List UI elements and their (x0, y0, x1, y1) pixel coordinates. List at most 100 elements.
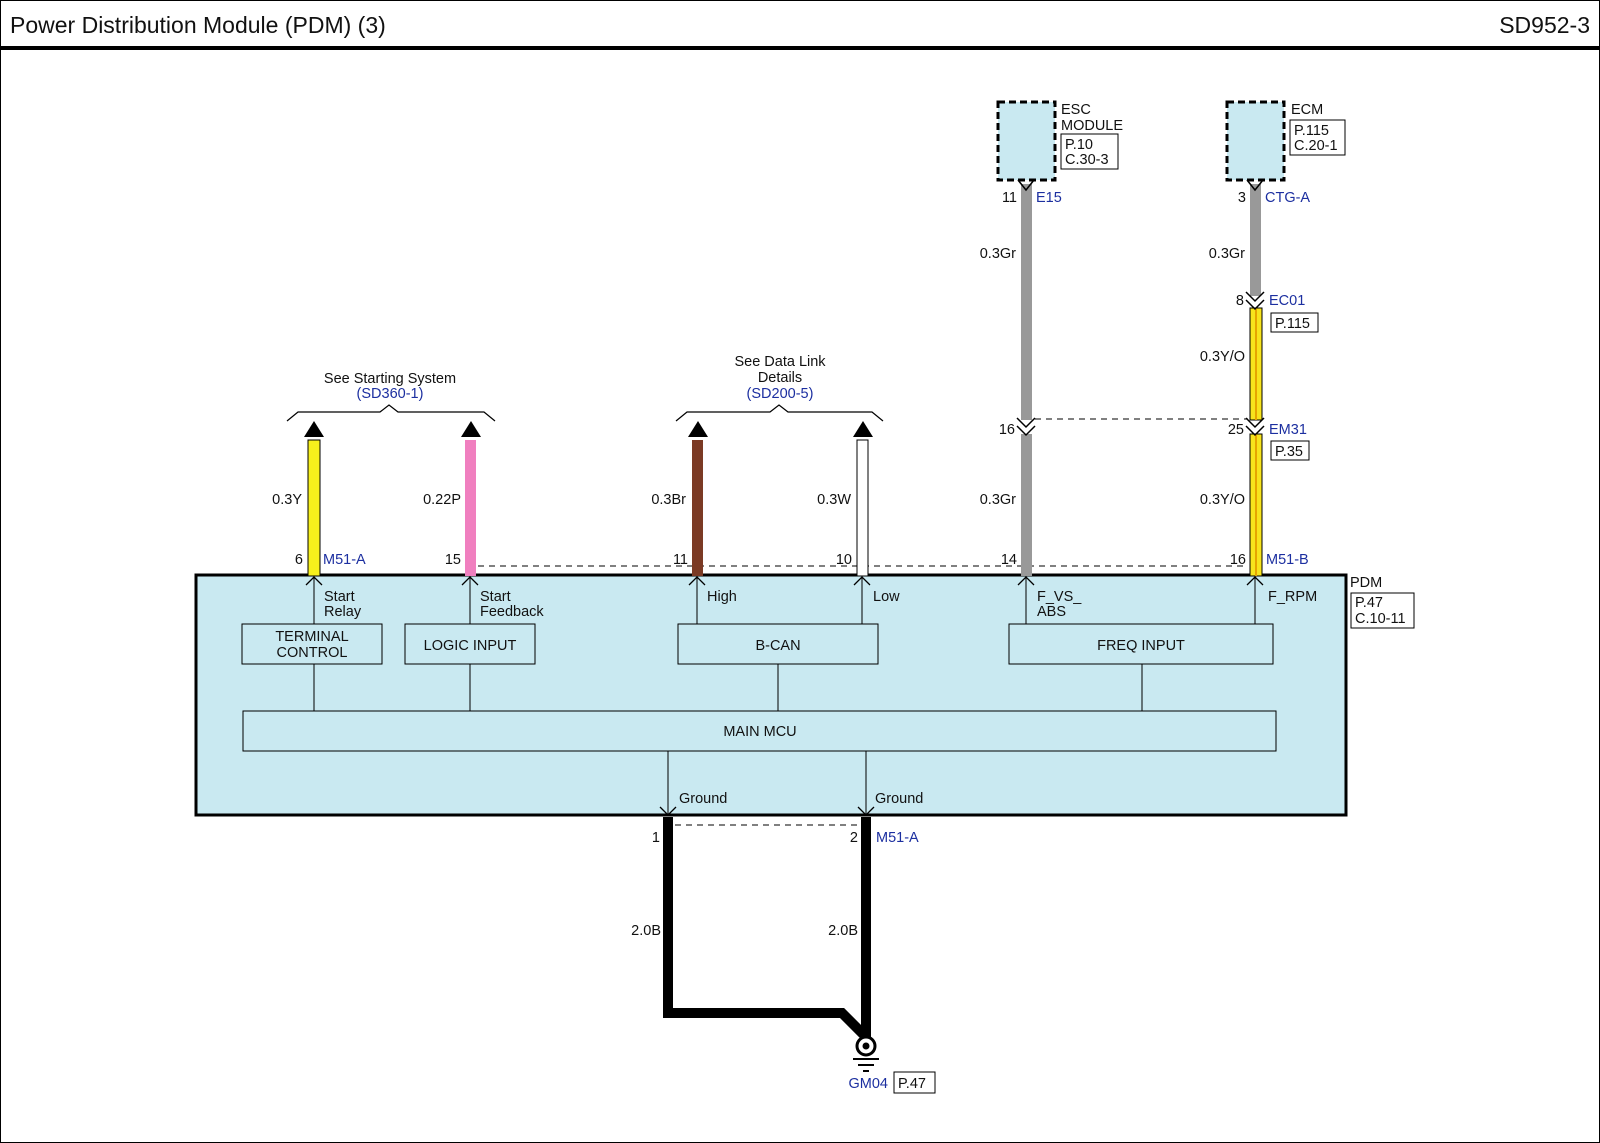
pdm-ref-page[interactable]: P.47 (1355, 595, 1383, 611)
signal-start-relay-2: Relay (324, 604, 362, 620)
pin-10: 10 (836, 552, 852, 568)
ecm-name: ECM (1291, 102, 1323, 118)
connector-m51-a-bottom[interactable]: M51-A (876, 830, 919, 846)
em31-pin-left: 16 (999, 422, 1015, 438)
signal-ground-left: Ground (679, 791, 727, 807)
reference-arrows (304, 421, 873, 437)
starting-system-brace (286, 404, 496, 422)
ecm-connector[interactable]: CTG-A (1265, 190, 1310, 206)
ground-symbol-icon (853, 1035, 879, 1072)
esc-module-name-2: MODULE (1061, 118, 1123, 134)
gauge-can-low: 0.3W (817, 492, 851, 508)
diagram-code: SD952-3 (1499, 12, 1590, 38)
starting-system-link[interactable]: (SD360-1) (357, 386, 424, 402)
esc-module-box (996, 100, 1057, 182)
wire-can-high[interactable] (692, 440, 703, 576)
wire-can-low[interactable] (856, 439, 869, 577)
ecm-ref-box (1289, 119, 1346, 156)
em31-connector-symbol (1016, 417, 1265, 437)
signal-ground-right: Ground (875, 791, 923, 807)
wire-start-feedback[interactable] (465, 440, 476, 576)
gauge-f-rpm-upper: 0.3Y/O (1200, 349, 1245, 365)
signal-start-relay-1: Start (324, 589, 355, 605)
gauge-start-relay: 0.3Y (272, 492, 302, 508)
pdm-label: PDM (1350, 575, 1382, 591)
em31-pin-right: 25 (1228, 422, 1244, 438)
pin-11: 11 (673, 552, 688, 568)
wire-f-vs-abs-upper[interactable] (1021, 184, 1032, 420)
connector-m51-a-top[interactable]: M51-A (323, 552, 366, 568)
ground-point-ref-box (893, 1071, 936, 1094)
b-can-label: B-CAN (755, 638, 800, 654)
pdm-ref-connector[interactable]: C.10-11 (1355, 611, 1406, 627)
signal-f-rpm: F_RPM (1268, 589, 1317, 605)
gauge-ground-left: 2.0B (631, 923, 661, 939)
gauge-f-vs-abs-upper: 0.3Gr (980, 246, 1016, 262)
esc-module-name-1: ESC (1061, 102, 1091, 118)
pdm-ref-box (1350, 592, 1415, 629)
connector-m51-b[interactable]: M51-B (1266, 552, 1309, 568)
em31-name[interactable]: EM31 (1269, 422, 1307, 438)
ground-wire[interactable] (663, 817, 871, 1050)
gauge-f-rpm-lower: 0.3Y/O (1200, 492, 1245, 508)
terminal-control-block (241, 623, 383, 665)
ec01-pin: 8 (1236, 293, 1244, 309)
gauge-f-vs-abs-lower: 0.3Gr (980, 492, 1016, 508)
signal-f-vs-abs-2: ABS (1037, 604, 1066, 620)
pdm-module-box (194, 573, 1348, 817)
ecm-pin-arrow (1246, 179, 1264, 192)
esc-ref-box (1060, 133, 1119, 170)
terminal-control-label-2: CONTROL (277, 645, 348, 661)
signal-can-low: Low (873, 589, 900, 605)
esc-ref-page[interactable]: P.10 (1065, 137, 1093, 153)
data-link-brace (675, 404, 884, 422)
pin-14: 14 (1001, 552, 1017, 568)
ground-pin-1: 1 (652, 830, 660, 846)
main-mcu-label: MAIN MCU (723, 724, 796, 740)
ecm-ref-connector[interactable]: C.20-1 (1294, 138, 1338, 154)
gauge-start-feedback: 0.22P (423, 492, 461, 508)
signal-start-feedback-2: Feedback (480, 604, 544, 620)
signal-f-vs-abs-1: F_VS_ (1037, 589, 1082, 605)
data-link-text-2: Details (758, 370, 802, 386)
ec01-ref[interactable]: P.115 (1275, 316, 1310, 332)
ecm-ref-page[interactable]: P.115 (1294, 123, 1329, 139)
signal-can-high: High (707, 589, 737, 605)
starting-system-text: See Starting System (324, 371, 456, 387)
ec01-ref-box (1270, 312, 1319, 333)
header: Power Distribution Module (PDM) (3) SD95… (0, 0, 1600, 50)
ec01-connector-symbol (1245, 291, 1265, 311)
gauge-ground-right: 2.0B (828, 923, 858, 939)
block-mcu-links (313, 577, 1256, 815)
esc-pin: 11 (1002, 190, 1017, 206)
em31-ref[interactable]: P.35 (1275, 444, 1303, 460)
page-title: Power Distribution Module (PDM) (3) (10, 12, 386, 38)
em31-ref-box (1270, 440, 1310, 461)
pin-15: 15 (445, 552, 461, 568)
freq-input-label: FREQ INPUT (1097, 638, 1185, 654)
signal-start-feedback-1: Start (480, 589, 511, 605)
ground-pin-2: 2 (850, 830, 858, 846)
wire-f-vs-abs-lower[interactable] (1021, 434, 1032, 576)
terminal-control-label-1: TERMINAL (275, 629, 348, 645)
ec01-name[interactable]: EC01 (1269, 293, 1305, 309)
esc-connector[interactable]: E15 (1036, 190, 1062, 206)
esc-ref-connector[interactable]: C.30-3 (1065, 152, 1109, 168)
pin-16: 16 (1230, 552, 1246, 568)
data-link-link[interactable]: (SD200-5) (747, 386, 814, 402)
pin-6: 6 (295, 552, 303, 568)
gauge-f-rpm-top: 0.3Gr (1209, 246, 1245, 262)
wire-f-rpm-top[interactable] (1250, 184, 1261, 296)
pin-arrows (305, 576, 1264, 816)
b-can-block (677, 623, 879, 665)
wire-start-relay[interactable] (307, 439, 321, 577)
main-mcu-block (242, 710, 1277, 752)
gauge-can-high: 0.3Br (651, 492, 686, 508)
ecm-pin: 3 (1238, 190, 1246, 206)
ecm-box (1225, 100, 1286, 182)
ground-point-name[interactable]: GM04 (849, 1076, 889, 1092)
data-link-text-1: See Data Link (734, 354, 826, 370)
freq-input-block (1008, 623, 1274, 665)
ground-point-ref[interactable]: P.47 (898, 1076, 926, 1092)
